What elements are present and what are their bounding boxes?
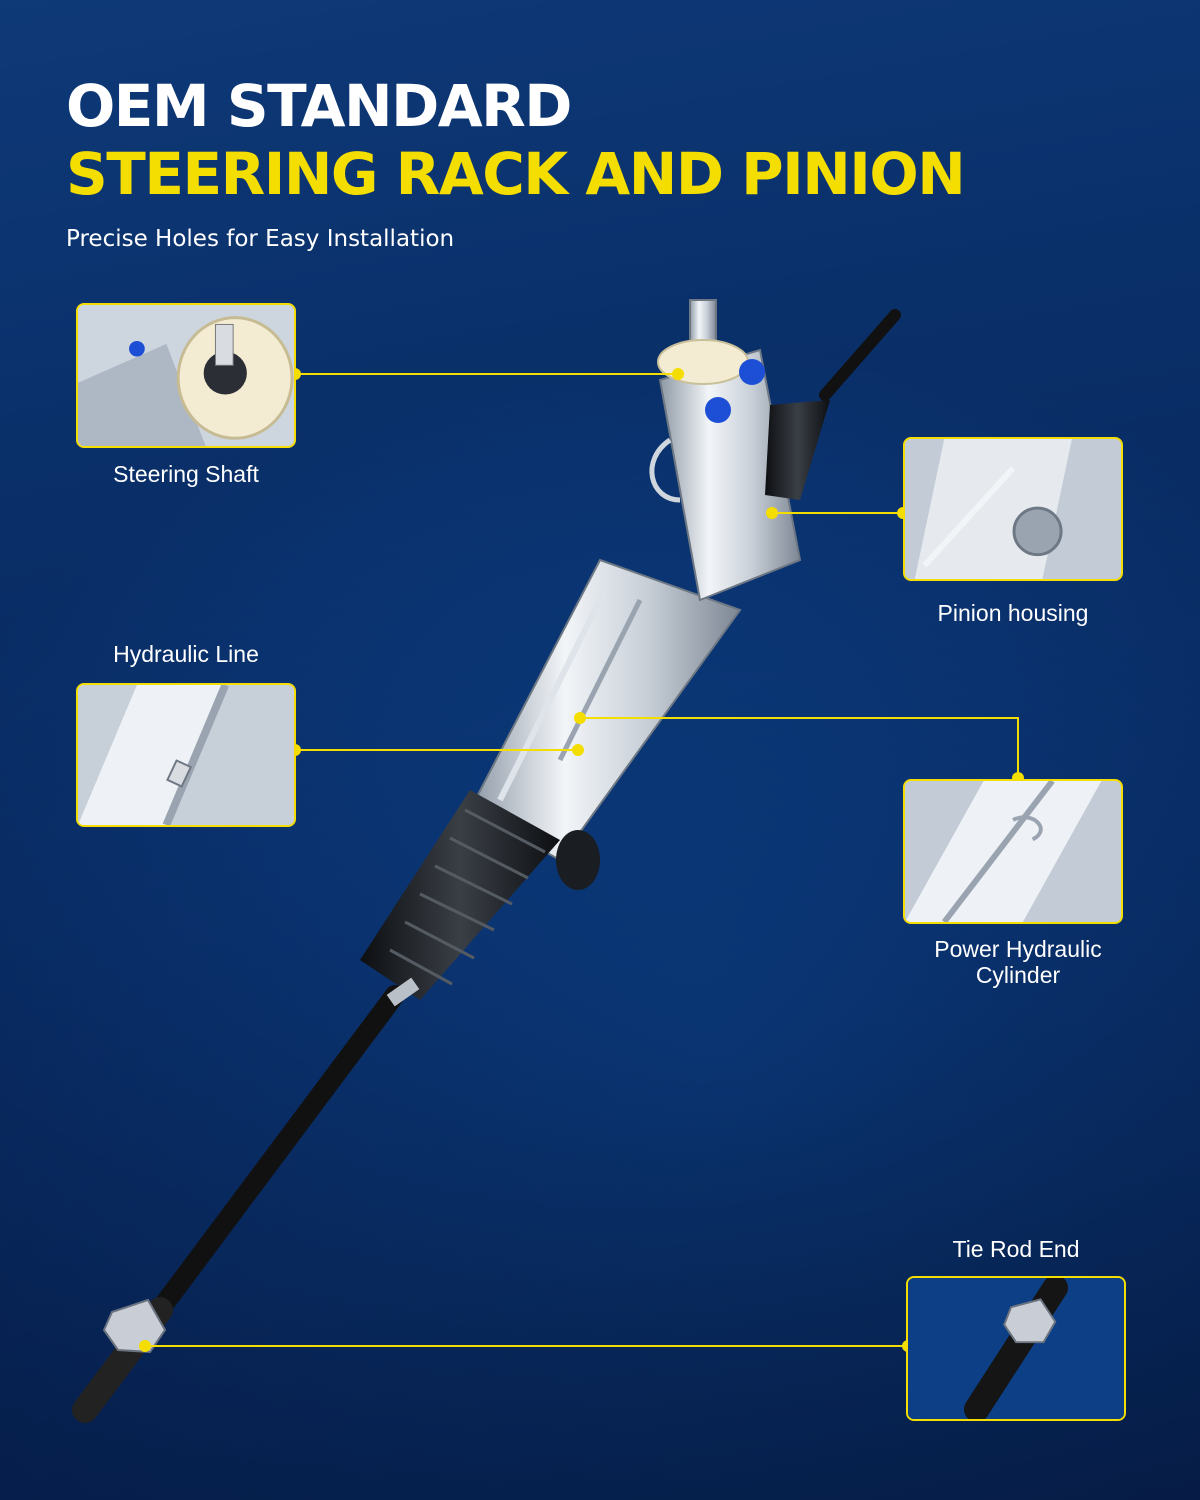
hydraulic-line-label: Hydraulic Line — [113, 641, 259, 667]
blue-port-cap-1 — [739, 359, 765, 385]
hydraulic-line-detail-image — [76, 683, 296, 827]
mount-bushing — [556, 830, 600, 890]
steering-shaft-detail-image — [76, 303, 296, 448]
tie-rod-end-detail-image — [906, 1276, 1126, 1421]
title-line-1: OEM STANDARD — [66, 72, 572, 140]
subtitle: Precise Holes for Easy Installation — [66, 226, 455, 252]
upper-boot — [765, 309, 901, 500]
power-cylinder-label-line-2: Cylinder — [975, 962, 1061, 988]
power-cylinder-label-line-1: Power Hydraulic — [934, 936, 1102, 962]
power-cylinder-detail-image — [903, 779, 1123, 924]
blue-port-cap-2 — [705, 397, 731, 423]
steering-shaft-label: Steering Shaft — [113, 461, 259, 487]
lower-boot — [360, 790, 600, 1007]
steering-shaft-seal — [657, 339, 749, 385]
pinion-housing-label: Pinion housing — [937, 600, 1089, 626]
lower-tie-rod — [72, 985, 405, 1423]
power-cylinder-label: Power Hydraulic Cylinder — [893, 936, 1143, 988]
lower-nut-icon — [102, 1298, 167, 1354]
tie-rod-end-label: Tie Rod End — [952, 1236, 1080, 1262]
pinion-housing-detail-image — [903, 437, 1123, 581]
title-line-2: STEERING RACK AND PINION — [66, 140, 966, 208]
